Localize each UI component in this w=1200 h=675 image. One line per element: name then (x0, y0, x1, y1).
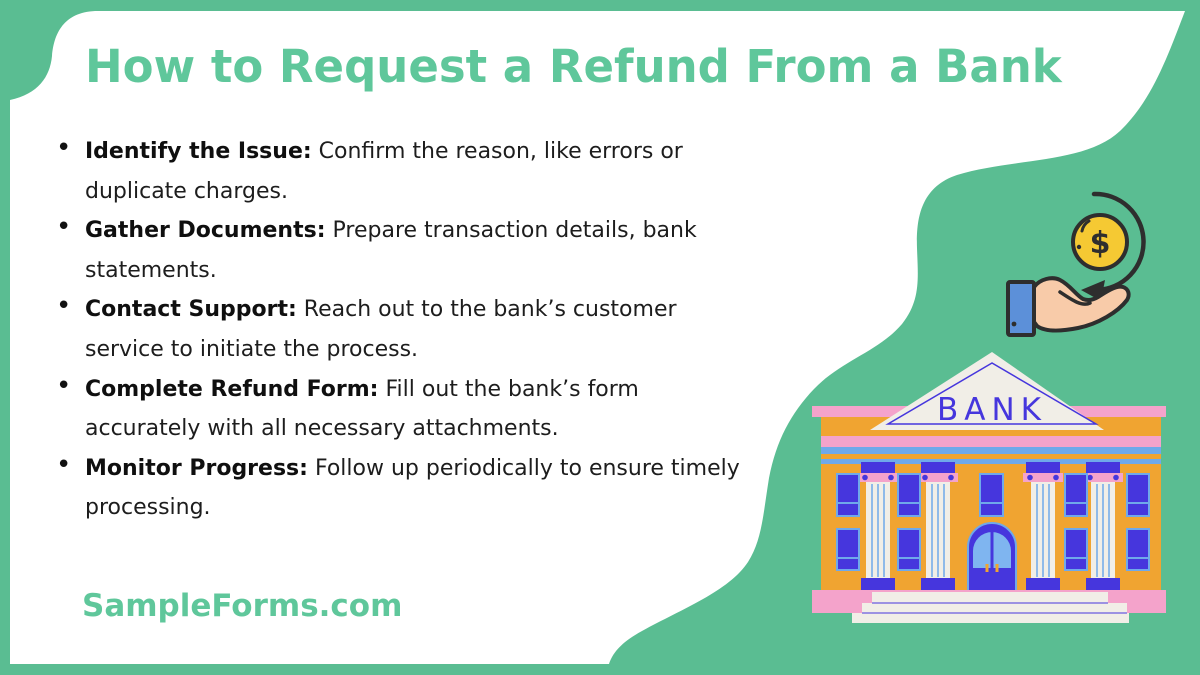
palm-crease-line (1058, 290, 1092, 306)
sleeve-cuff (1006, 280, 1036, 337)
refund-coin-in-hand-icon: $ (1006, 191, 1146, 337)
bank-windows-upper (836, 473, 1150, 517)
bank-building-icon: BANK (812, 352, 1166, 623)
bank-sign-text: BANK (937, 392, 1047, 428)
coin-dollar-symbol: $ (1090, 226, 1111, 261)
step-text: Follow up periodically to ensure timely … (85, 455, 740, 521)
step-label: Monitor Progress: (85, 455, 308, 481)
bank-band-pink (821, 436, 1161, 447)
step-label: Contact Support: (85, 297, 297, 323)
bank-pediment (870, 352, 1104, 430)
list-item: • Identify the Issue: Confirm the reason… (50, 132, 750, 211)
coin-shine-mark (1080, 219, 1091, 233)
brand-footer: SampleForms.com (82, 588, 403, 624)
bullet-icon: • (56, 133, 72, 163)
step-label: Complete Refund Form: (85, 376, 379, 402)
steps-list: • Identify the Issue: Confirm the reason… (50, 132, 750, 528)
bank-steps (852, 592, 1129, 623)
bullet-icon: • (56, 370, 72, 401)
step-text: Prepare transaction details, bank statem… (85, 218, 697, 283)
coin-icon (1071, 213, 1129, 271)
bullet-icon: • (56, 449, 72, 480)
bank-door (967, 522, 1017, 593)
list-item: • Complete Refund Form: Fill out the ban… (50, 370, 750, 449)
content-panel (10, 11, 1185, 664)
page-title: How to Request a Refund From a Bank (85, 40, 1062, 93)
step-label: Gather Documents: (85, 218, 326, 244)
bank-columns (858, 462, 1123, 591)
step-text: Confirm the reason, like errors or dupli… (85, 139, 683, 204)
list-item: • Gather Documents: Prepare transaction … (50, 211, 750, 290)
bullet-icon: • (56, 291, 72, 322)
cuff-button (1011, 321, 1017, 327)
bank-band-blue2 (821, 459, 1161, 464)
pediment-inner-outline (885, 362, 1099, 425)
coin-shine-dot (1076, 244, 1082, 250)
list-item: • Contact Support: Reach out to the bank… (50, 290, 750, 369)
step-text: Fill out the bank’s form accurately with… (85, 376, 639, 442)
bank-band-blue1 (821, 447, 1161, 454)
step-label: Identify the Issue: (85, 139, 312, 164)
bank-windows-lower (836, 528, 1150, 571)
bullet-icon: • (56, 212, 72, 243)
refund-arrow-icon (1091, 191, 1146, 293)
step-text: Reach out to the bank’s customer service… (85, 297, 677, 362)
list-item: • Monitor Progress: Follow up periodical… (50, 449, 750, 528)
